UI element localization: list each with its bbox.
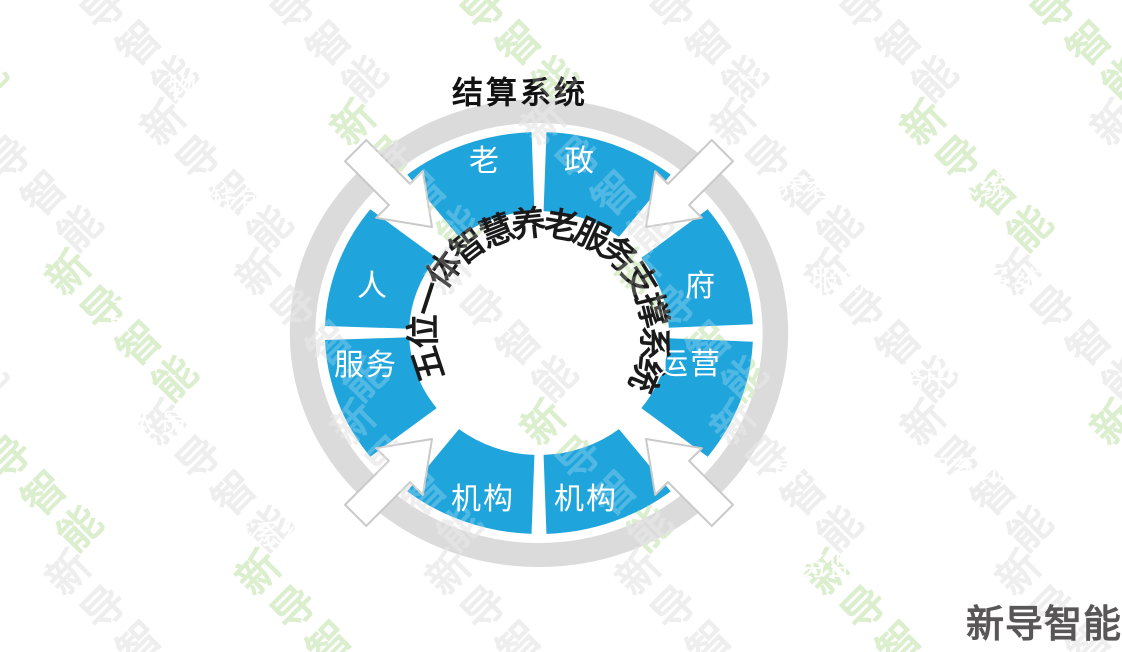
system-box-qr-code: 二维码 <box>109 294 197 326</box>
system-box-contact-center: 智能联络中心系统 <box>809 361 1042 393</box>
segment-label-elderly-1: 老 <box>469 145 501 178</box>
segment-label-institute-1: 机构 <box>451 483 515 516</box>
segment-label-service: 服务 <box>334 349 398 382</box>
system-box-portal: 门户及公众号 <box>735 74 910 105</box>
inward-arrows <box>344 139 734 527</box>
system-box-staff-app: 服务人员APP <box>72 408 248 439</box>
center-arc-title: 五位一体智慧养老服务支撑系统 <box>405 203 674 398</box>
brand-logo: 新导智能 <box>965 604 1122 646</box>
system-box-data-analysis: 服务数据分析系统 <box>810 264 1043 296</box>
system-box-service-monitor: 养老服务监控系统 <box>711 549 944 581</box>
segment-label-elderly-2: 人 <box>357 270 389 303</box>
system-box-virtual-wallet: 养老虚拟钱包 <box>92 184 267 216</box>
outer-gray-ring <box>289 99 789 567</box>
segment-label-operation: 运营 <box>658 348 722 381</box>
system-box-iot-sensing: 物联传感系统 <box>167 73 342 104</box>
top-system-title: 结算系统 <box>452 75 588 111</box>
system-box-resource-mgmt: 养老资源管理系统 <box>776 170 1009 202</box>
segment-label-gov-1: 政 <box>564 145 596 178</box>
blue-ring-segments <box>325 132 753 534</box>
segment-label-gov-2: 府 <box>685 270 717 303</box>
system-box-institution-mgmt: 养老机构管理系统 <box>775 454 1008 486</box>
segment-label-institute-2: 机构 <box>554 483 618 516</box>
system-box-dispatch: 服务分派系统 <box>137 519 312 550</box>
